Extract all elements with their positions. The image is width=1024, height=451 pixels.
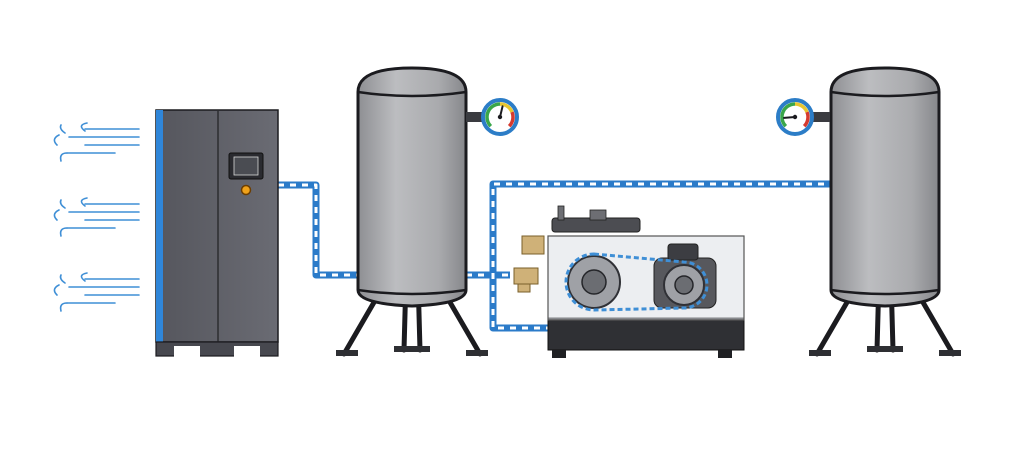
compressor-cabinet-icon: [155, 109, 279, 358]
pressure-gauge-icon: [466, 98, 519, 136]
pipes: [278, 180, 830, 332]
pressure-gauges: [466, 98, 830, 136]
wind-lines-icon: [53, 122, 140, 162]
wind-lines-icon: [53, 272, 140, 312]
piston-compressor-icon: [513, 205, 745, 358]
air-intake: [53, 122, 140, 312]
compressor-cabinet: [155, 109, 279, 358]
receiver-tank-2: [809, 66, 961, 357]
pressure-gauge-2: [776, 98, 830, 136]
tank-icon: [336, 66, 488, 357]
wind-lines-icon: [53, 197, 140, 237]
booster-compressor: [513, 205, 745, 358]
pressure-gauge-icon: [776, 98, 830, 136]
pressure-gauge-1: [466, 98, 519, 136]
pipe-cabinet-to-tank1: [278, 181, 358, 279]
receiver-tanks: [336, 66, 961, 357]
receiver-tank-1: [336, 66, 488, 357]
tank-icon: [809, 66, 961, 357]
pipe-booster-to-tank2: [489, 180, 830, 332]
